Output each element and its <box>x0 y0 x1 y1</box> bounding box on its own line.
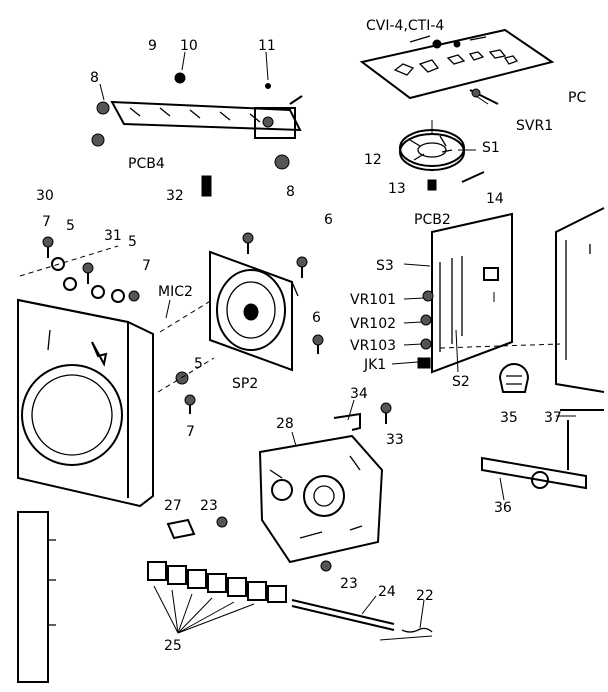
label-35: 35 <box>500 410 518 426</box>
label-27: 27 <box>164 498 182 514</box>
label-22: 22 <box>416 588 434 604</box>
label-14: 14 <box>486 191 504 207</box>
label-pc: PC <box>568 90 586 106</box>
label-31: 31 <box>104 228 122 244</box>
label-6-b: 6 <box>312 310 321 326</box>
label-pcb4: PCB4 <box>128 156 165 172</box>
circuit-board-cvi4 <box>359 28 555 105</box>
screws-and-washers <box>42 232 392 572</box>
label-37: 37 <box>544 410 562 426</box>
label-6-a: 6 <box>324 212 333 228</box>
label-13: 13 <box>388 181 406 197</box>
label-7-a: 7 <box>42 214 51 230</box>
label-8-bottom: 8 <box>286 184 295 200</box>
label-5-c: 5 <box>194 356 203 372</box>
front-cabinet-panel <box>17 298 154 683</box>
label-svr1: SVR1 <box>516 118 553 134</box>
pcb2-board <box>417 212 513 374</box>
label-jk1: JK1 <box>363 357 386 373</box>
label-s1: S1 <box>482 140 500 156</box>
knob-35 <box>498 363 530 393</box>
label-sp2: SP2 <box>232 376 258 392</box>
speaker-sp2 <box>209 250 299 372</box>
label-7-c: 7 <box>186 424 195 440</box>
label-7-b: 7 <box>142 258 151 274</box>
label-vr101: VR101 <box>350 292 396 308</box>
label-34: 34 <box>350 386 368 402</box>
pulley-wheel <box>399 120 485 191</box>
label-10: 10 <box>180 38 198 54</box>
bracket-27 <box>166 518 196 540</box>
label-5-b: 5 <box>128 234 137 250</box>
label-11: 11 <box>258 38 276 54</box>
label-36: 36 <box>494 500 512 516</box>
label-12: 12 <box>364 152 382 168</box>
tape-mechanism-28 <box>258 412 384 564</box>
label-s3: S3 <box>376 258 394 274</box>
alignment-lines <box>19 245 561 393</box>
right-cabinet-fragment <box>555 207 605 470</box>
label-33: 33 <box>386 432 404 448</box>
label-32: 32 <box>166 188 184 204</box>
leader-lines <box>99 51 576 634</box>
rod-24 <box>291 599 433 641</box>
label-5-a: 5 <box>66 218 75 234</box>
label-30: 30 <box>36 188 54 204</box>
push-buttons-25 <box>147 561 287 603</box>
label-vr103: VR103 <box>350 338 396 354</box>
lever-36 <box>481 456 587 490</box>
label-23-a: 23 <box>200 498 218 514</box>
label-24: 24 <box>378 584 396 600</box>
label-9: 9 <box>148 38 157 54</box>
label-28: 28 <box>276 416 294 432</box>
part-labels: CVI-4,CTI-4 PC SVR1 S1 12 13 14 PCB2 9 1… <box>36 18 586 654</box>
label-pcb2: PCB2 <box>414 212 451 228</box>
label-mic2: MIC2 <box>158 284 193 300</box>
label-s2: S2 <box>452 374 470 390</box>
label-8-top: 8 <box>90 70 99 86</box>
label-vr102: VR102 <box>350 316 396 332</box>
label-25: 25 <box>164 638 182 654</box>
pcb4-switch-assembly <box>91 72 303 197</box>
label-cvi4-cti4: CVI-4,CTI-4 <box>366 18 444 34</box>
label-23-b: 23 <box>340 576 358 592</box>
